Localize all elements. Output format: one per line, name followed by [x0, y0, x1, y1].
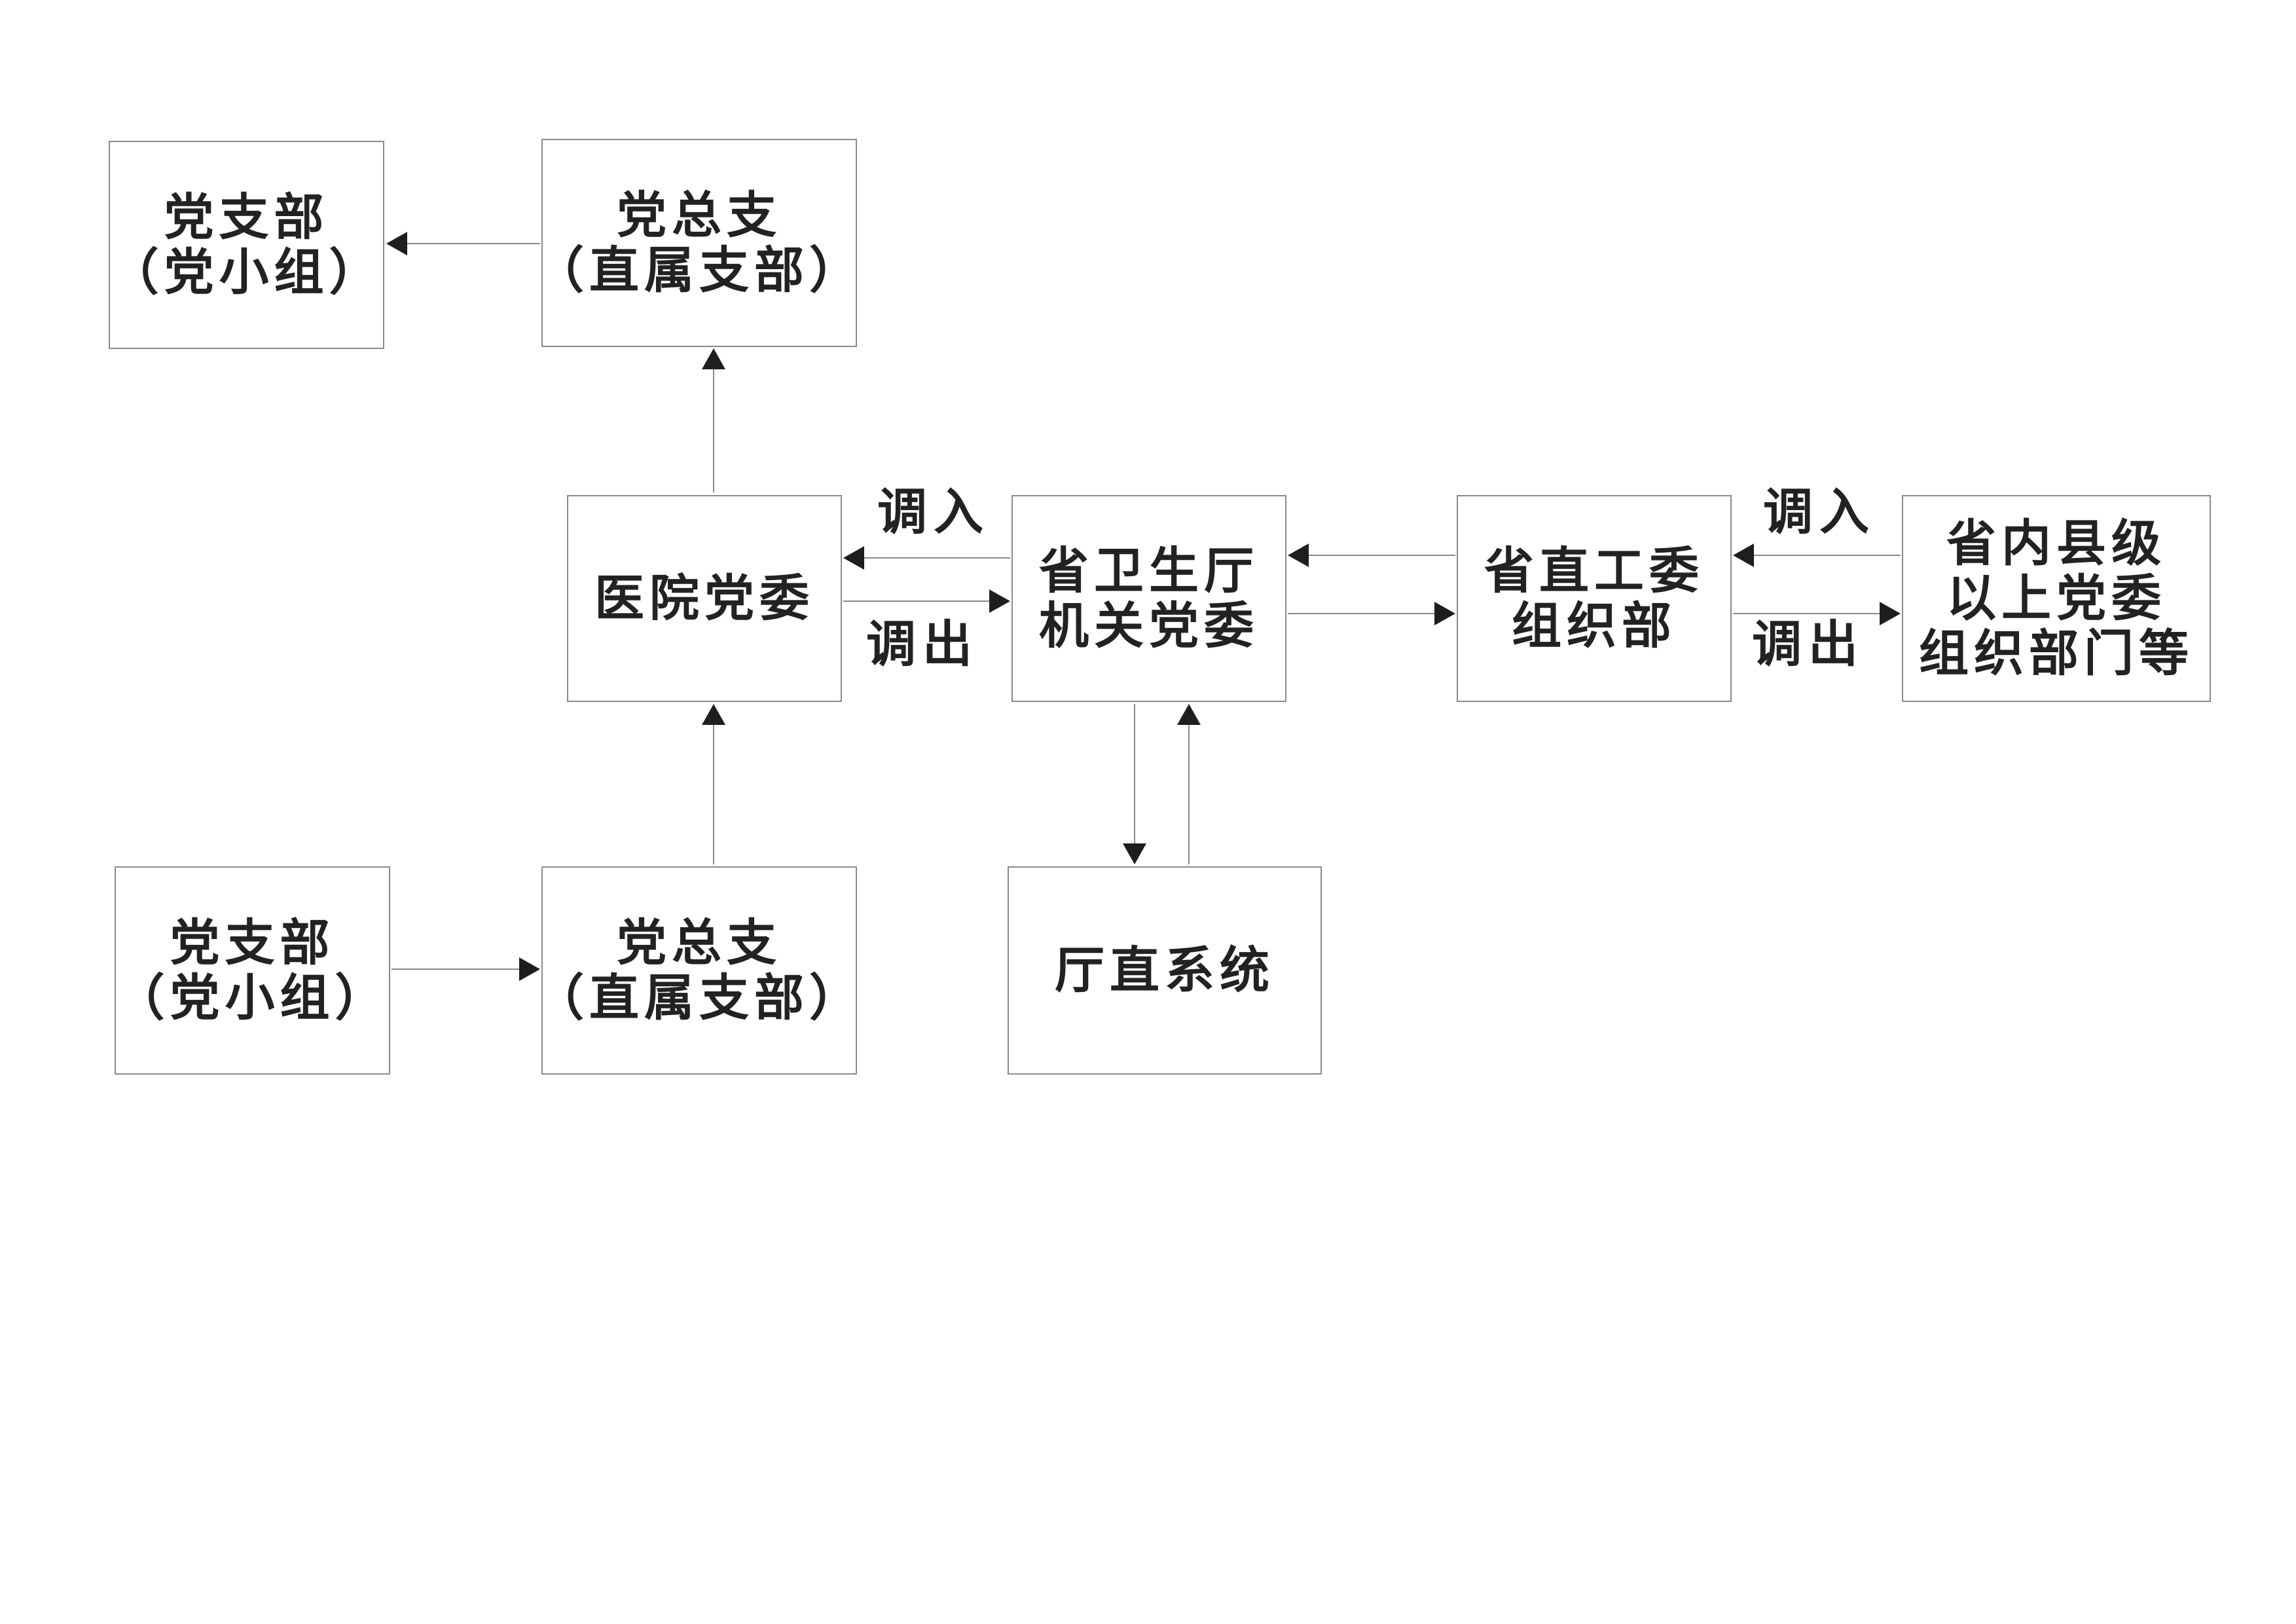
arrow-branch-bottom-to-general-bottom-head	[519, 957, 540, 981]
node-provincial-work-committee: 省直工委 组织部	[1457, 495, 1732, 702]
node-general-bottom-line1: 党总支	[617, 913, 782, 972]
arrow-general-bottom-to-hospital	[702, 704, 725, 864]
arrow-provincial-org-to-health-dept	[1288, 544, 1455, 567]
node-general-top-line1: 党总支	[617, 186, 782, 244]
arrow-county-org-to-provincial-org	[1733, 544, 1901, 567]
node-general-top-line2: （直属支部）	[534, 241, 864, 299]
node-general-branch-bottom: 党总支 （直属支部）	[534, 866, 859, 1075]
node-provincial-org-line2: 组织部	[1512, 597, 1677, 655]
arrow-dept-system-to-health-dept	[1177, 704, 1201, 864]
arrow-general-bottom-to-hospital-head	[702, 704, 725, 725]
label-transfer-in-right: 调入	[1763, 483, 1876, 541]
node-health-dept-line2: 机关党委	[1039, 597, 1259, 655]
node-branch-bottom-line2: （党小组）	[115, 969, 390, 1027]
node-branch-bottom: 党支部 （党小组）	[115, 866, 390, 1075]
arrow-dept-system-to-health-dept-head	[1177, 704, 1201, 725]
arrow-health-dept-to-dept-system	[1123, 704, 1146, 864]
arrow-health-dept-to-hospital	[843, 546, 1010, 570]
node-general-branch-top: 党总支 （直属支部）	[534, 139, 859, 347]
node-county-org-line1: 省内县级	[1946, 514, 2166, 572]
arrow-general-top-to-branch-top	[386, 232, 540, 255]
arrow-health-dept-to-provincial-org-head	[1434, 602, 1455, 625]
arrow-hospital-to-health-dept-head	[989, 589, 1010, 613]
arrow-provincial-org-to-county-org-head	[1880, 602, 1901, 625]
arrow-general-top-to-branch-top-head	[386, 232, 407, 255]
arrow-branch-bottom-to-general-bottom	[392, 957, 540, 981]
node-hospital-committee: 医院党委	[567, 495, 842, 702]
node-branch-top-line2: （党小组）	[109, 243, 384, 301]
node-hospital-line1: 医院党委	[594, 569, 814, 627]
node-health-dept-committee: 省卫生厅 机关党委	[1011, 495, 1286, 702]
arrow-provincial-org-to-health-dept-head	[1288, 544, 1309, 567]
arrow-health-dept-to-hospital-head	[843, 546, 864, 570]
node-general-bottom-line2: （直属支部）	[534, 969, 864, 1027]
label-transfer-in-left: 调入	[877, 483, 990, 541]
node-county-org-line3: 组织部门等	[1919, 624, 2194, 682]
arrow-county-org-to-provincial-org-head	[1733, 544, 1754, 567]
node-provincial-org-line1: 省直工委	[1484, 542, 1704, 600]
node-county-party-org: 省内县级 以上党委 组织部门等	[1902, 495, 2211, 702]
arrow-hospital-to-general-top	[702, 348, 725, 492]
arrow-health-dept-to-provincial-org	[1288, 602, 1455, 625]
label-transfer-out-right: 调出	[1752, 615, 1865, 673]
node-county-org-line2: 以上党委	[1946, 569, 2166, 627]
node-health-dept-line1: 省卫生厅	[1039, 542, 1259, 600]
label-transfer-out-left: 调出	[866, 615, 979, 673]
node-branch-bottom-line1: 党支部	[170, 913, 335, 972]
node-dept-system-line1: 厅直系统	[1055, 941, 1275, 999]
arrow-hospital-to-health-dept	[843, 589, 1010, 613]
node-dept-direct-system: 厅直系统	[1008, 866, 1322, 1075]
arrow-hospital-to-general-top-head	[702, 348, 725, 369]
node-branch-top-line1: 党支部	[164, 188, 329, 246]
arrow-provincial-org-to-county-org	[1733, 602, 1901, 625]
node-branch-top: 党支部 （党小组）	[109, 141, 384, 349]
arrow-health-dept-to-dept-system-head	[1123, 843, 1146, 864]
